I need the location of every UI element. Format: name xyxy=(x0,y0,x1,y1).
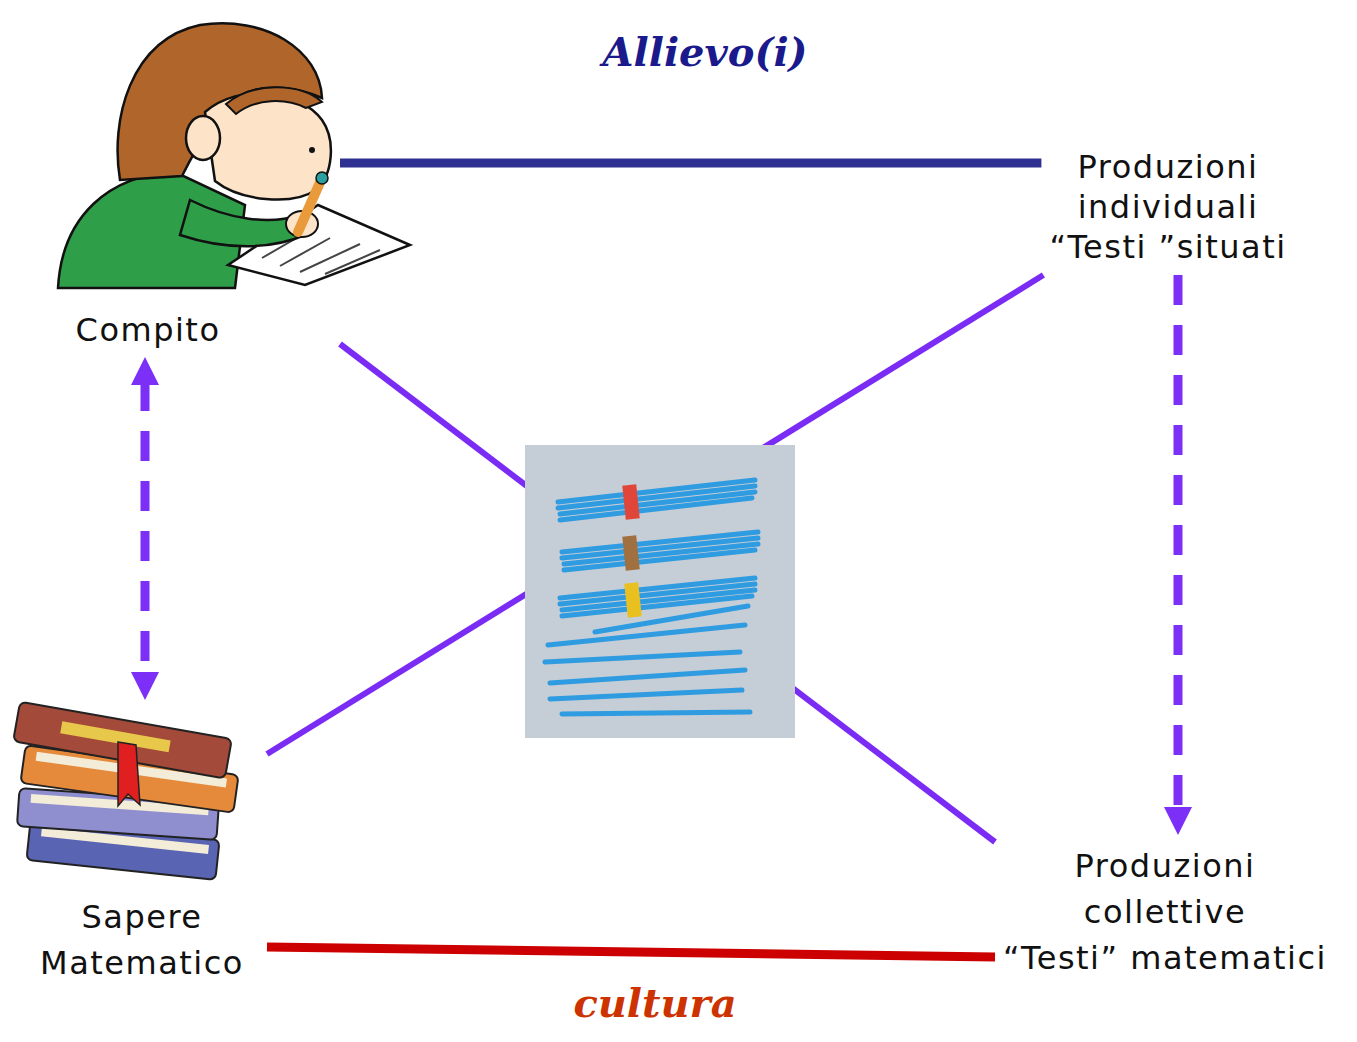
connector xyxy=(131,357,159,700)
connector xyxy=(267,947,995,957)
books-illustration xyxy=(13,702,238,880)
free-label: cultura xyxy=(573,979,736,1027)
child-eye xyxy=(309,147,315,153)
pencil-eraser xyxy=(316,172,328,184)
arrow-head xyxy=(131,672,159,700)
child-fringe xyxy=(226,87,322,114)
arrow-head xyxy=(131,357,159,385)
child-illustration xyxy=(58,23,410,288)
child-ear xyxy=(186,116,220,160)
connector xyxy=(340,344,995,842)
stick xyxy=(564,550,755,570)
node-label: Sapere Matematico xyxy=(40,894,244,986)
connector-line xyxy=(340,159,1041,168)
stick xyxy=(550,670,745,683)
rubber-band xyxy=(624,582,641,617)
loose-sticks xyxy=(545,606,750,714)
connector-line xyxy=(1174,275,1183,811)
stick xyxy=(562,712,750,714)
connector-line xyxy=(267,275,1043,754)
stick xyxy=(550,690,742,699)
stick-bundle xyxy=(558,480,755,520)
diagram-node: Compito xyxy=(55,12,340,357)
child-face xyxy=(205,93,331,199)
diagram-node: Sapere Matematico xyxy=(5,700,267,992)
connector-line xyxy=(141,381,150,676)
node-label: Produzioni individuali “Testi ”situati xyxy=(1049,147,1286,267)
photo-ground xyxy=(525,445,795,738)
stick-bundle xyxy=(562,532,758,570)
connector xyxy=(1164,275,1192,835)
diagram-node: Produzioni individuali “Testi ”situati xyxy=(1041,139,1294,275)
connector xyxy=(267,275,1043,754)
node-label: Produzioni collettive “Testi” matematici xyxy=(1003,843,1327,981)
sticks-photo xyxy=(525,445,795,738)
bookmark xyxy=(118,742,140,806)
connector-line xyxy=(340,344,995,842)
rubber-band xyxy=(622,535,639,570)
stick xyxy=(562,596,752,616)
stick xyxy=(560,498,752,520)
node-label: Compito xyxy=(76,309,221,351)
free-label: Allievo(i) xyxy=(602,28,807,76)
diagram-node: Produzioni collettive “Testi” matematici xyxy=(995,835,1335,989)
connector-line xyxy=(267,947,995,957)
rubber-band xyxy=(622,484,639,519)
paper-scribble xyxy=(300,244,360,272)
arrow-head xyxy=(1164,807,1192,835)
pencil xyxy=(298,178,322,232)
book-label xyxy=(60,721,170,752)
stick xyxy=(545,652,740,662)
connector xyxy=(340,163,1041,164)
stick xyxy=(548,625,745,645)
paper-scribble xyxy=(325,250,380,274)
